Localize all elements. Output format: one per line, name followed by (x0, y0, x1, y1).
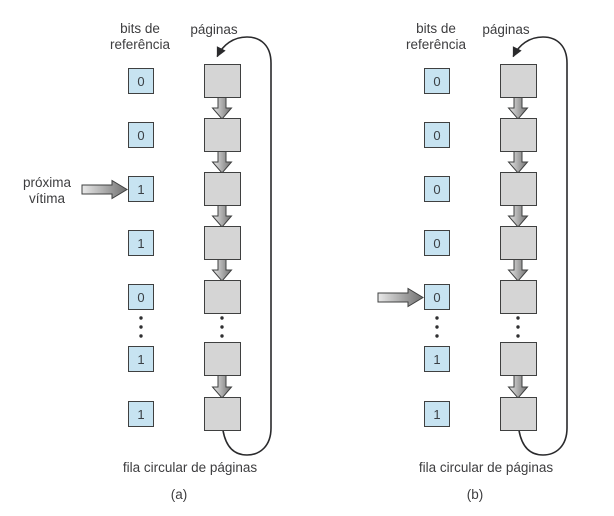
loop-arrow-icon (512, 36, 568, 456)
footer-label: fila circular de páginas (418, 460, 554, 475)
flow-arrow-icon (507, 95, 529, 120)
page-box (204, 172, 241, 206)
page-box (204, 226, 241, 260)
panel-b: bits de referência páginas 0 0 0 0 0 1 1… (296, 0, 614, 516)
page-box (204, 118, 241, 152)
flow-arrow-icon (211, 149, 233, 174)
bits-header-line2: referência (109, 37, 171, 52)
flow-arrow-icon (507, 149, 529, 174)
page-box (500, 226, 537, 260)
ellipsis-dots (435, 316, 520, 338)
reference-bit-box: 0 (424, 230, 450, 256)
flow-arrow-icon (211, 203, 233, 228)
reference-bit-box: 0 (128, 284, 154, 310)
page-box (500, 172, 537, 206)
ellipsis-dots (139, 316, 224, 338)
loop-arrow-icon (216, 36, 272, 456)
panel-a-graphics (81, 36, 272, 456)
victim-pointer-label-line1: próxima (22, 175, 72, 190)
reference-bit-box: 1 (128, 230, 154, 256)
pages-header: páginas (190, 22, 238, 37)
flow-arrow-icon (211, 374, 233, 399)
reference-bit-box: 1 (128, 346, 154, 372)
reference-bit-box: 1 (424, 346, 450, 372)
footer-label: fila circular de páginas (122, 460, 258, 475)
reference-bit-box: 1 (424, 401, 450, 427)
reference-bit-box: 0 (128, 68, 154, 94)
panel-caption: (a) (170, 487, 188, 502)
page-box (500, 118, 537, 152)
bits-header-line1: bits de (120, 21, 160, 36)
bits-header: bits de referência (406, 21, 466, 53)
page-box (500, 397, 537, 431)
page-box (500, 280, 537, 314)
victim-pointer-label: próxima vítima (23, 175, 71, 207)
panel-caption: (b) (466, 487, 484, 502)
flow-arrow-icon (211, 95, 233, 120)
victim-pointer-arrow-icon (81, 179, 128, 200)
page-box (204, 342, 241, 376)
panel-a: bits de referência páginas próxima vítim… (23, 21, 272, 502)
victim-pointer-label-line2: vítima (28, 191, 66, 206)
bits-header: bits de referência (110, 21, 170, 53)
flow-arrow-icon (507, 257, 529, 282)
page-box (500, 64, 537, 98)
panel-b-graphics (377, 36, 568, 456)
bits-header-line1: bits de (416, 21, 456, 36)
page-box (204, 397, 241, 431)
reference-bit-box: 0 (424, 284, 450, 310)
reference-bit-box: 1 (128, 176, 154, 202)
reference-bit-box: 0 (424, 122, 450, 148)
reference-bit-box: 0 (424, 176, 450, 202)
reference-bit-box: 0 (424, 68, 450, 94)
flow-arrow-icon (507, 374, 529, 399)
page-box (204, 280, 241, 314)
page-box (500, 342, 537, 376)
bits-header-line2: referência (405, 37, 467, 52)
flow-arrow-icon (211, 257, 233, 282)
reference-bit-box: 1 (128, 401, 154, 427)
page-box (204, 64, 241, 98)
flow-arrow-icon (507, 203, 529, 228)
pages-header: páginas (482, 22, 530, 37)
victim-pointer-arrow-icon (377, 287, 424, 308)
reference-bit-box: 0 (128, 122, 154, 148)
